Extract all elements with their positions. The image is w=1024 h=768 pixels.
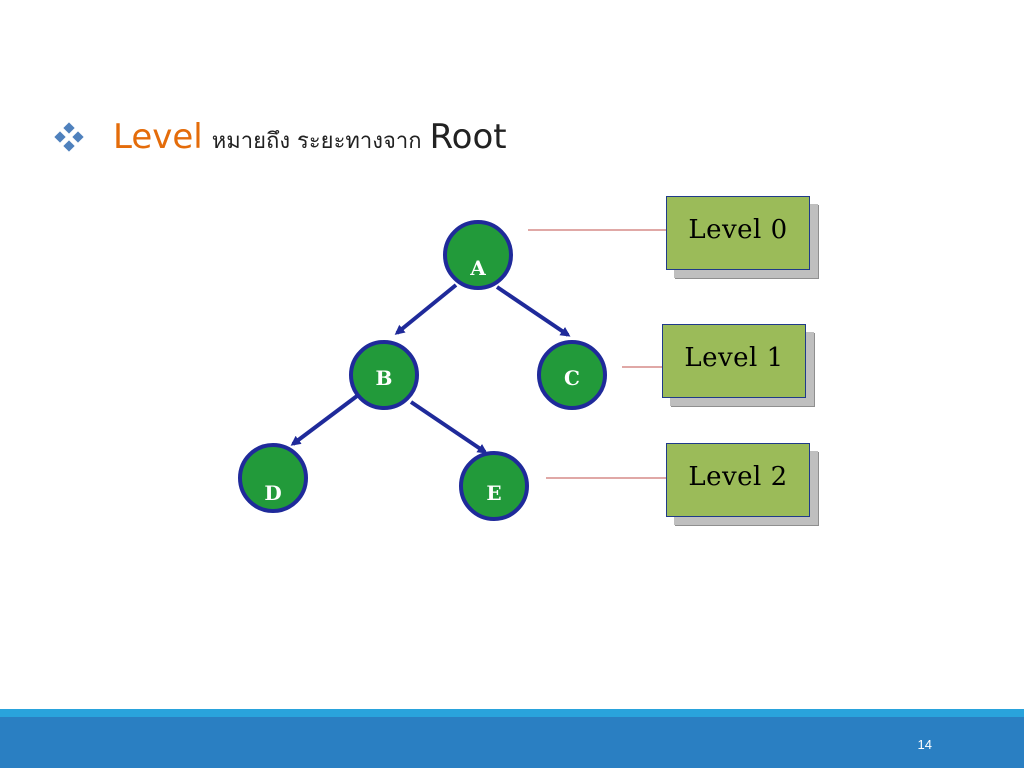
title-root-word: Root (429, 116, 507, 157)
footer-stripe (0, 709, 1024, 717)
slide-title: Level หมายถึง ระยะทางจาก Root (113, 117, 507, 158)
level-0-box: Level 0 (666, 196, 810, 270)
edge-a-c (495, 285, 571, 337)
level-2-box: Level 2 (666, 443, 810, 517)
edge-b-d (290, 394, 359, 446)
page-number: 14 (917, 737, 932, 752)
slide-title-row: Level หมายถึง ระยะทางจาก Root (54, 112, 507, 162)
tree-node-a: A (443, 220, 513, 290)
slide-footer: 14 (0, 717, 1024, 768)
level-0-label: Level 0 (688, 215, 788, 245)
tree-node-a-label: A (469, 256, 486, 280)
edge-a-b (394, 283, 458, 335)
tree-node-e: E (459, 451, 529, 521)
level-2-label: Level 2 (688, 462, 788, 492)
tree-node-b-label: B (376, 366, 393, 390)
edge-b-e (409, 400, 488, 454)
title-thai-text: หมายถึง ระยะทางจาก (211, 128, 422, 154)
tree-node-d-label: D (264, 481, 281, 505)
tree-node-c-label: C (564, 366, 580, 390)
title-keyword: Level (113, 116, 203, 157)
tree-node-e-label: E (486, 481, 501, 505)
tree-node-c: C (537, 340, 607, 410)
tree-node-b: B (349, 340, 419, 410)
tree-node-d: D (238, 443, 308, 513)
level-1-label: Level 1 (684, 343, 784, 373)
level-1-box: Level 1 (662, 324, 806, 398)
